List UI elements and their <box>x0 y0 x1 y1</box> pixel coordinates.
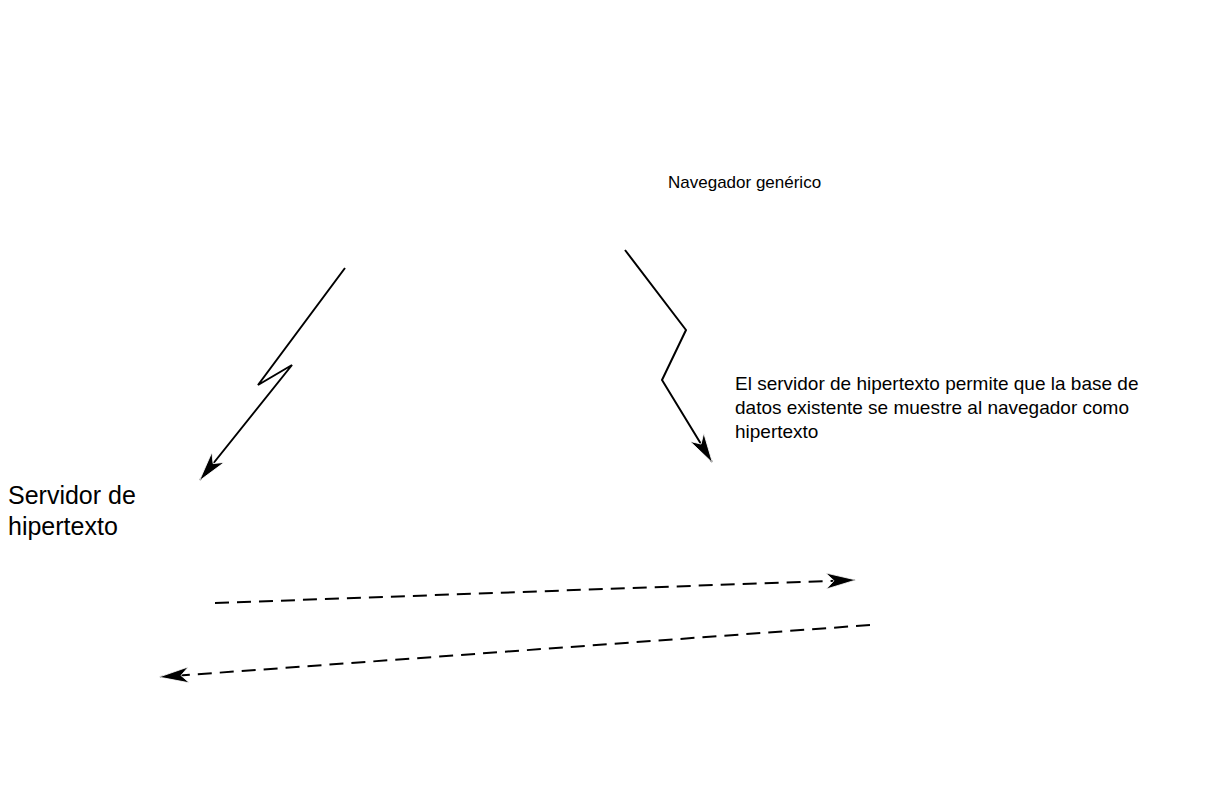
data-flow-arrow <box>215 580 855 603</box>
connector-halo <box>160 625 870 677</box>
computer-node: Navegador genérico <box>330 0 640 275</box>
grid-line <box>1066 598 1068 795</box>
network-link-arrow <box>625 250 712 462</box>
grid-line <box>1016 598 1018 795</box>
grid-line <box>869 598 871 795</box>
grid-line <box>966 598 968 795</box>
cylinder-outline <box>712 372 1185 694</box>
grid-line <box>869 754 1141 756</box>
grid-line <box>919 598 921 795</box>
grid-line <box>869 728 1141 730</box>
grid-line <box>869 780 1141 782</box>
grid-line <box>869 676 1141 678</box>
grid-line <box>869 649 1141 651</box>
network-link-arrow <box>200 268 345 480</box>
connector-halo <box>215 580 855 603</box>
node-label: Servidor de hipertexto <box>8 480 173 543</box>
node-label: Navegador genérico <box>668 172 898 193</box>
data-flow-arrow <box>160 625 870 677</box>
database-node: Servidor de hipertexto <box>8 480 275 795</box>
grid-line <box>869 597 1141 599</box>
grid-line <box>1139 598 1141 795</box>
database-node: El servidor de hipertexto permite que la… <box>712 372 1185 694</box>
pointer-arrow <box>1003 486 1165 487</box>
callout-note: El servidor de hipertexto permite que la… <box>735 372 1190 443</box>
grid-line <box>869 623 1141 625</box>
computer-illustration <box>330 0 640 275</box>
grid-line <box>869 702 1141 704</box>
